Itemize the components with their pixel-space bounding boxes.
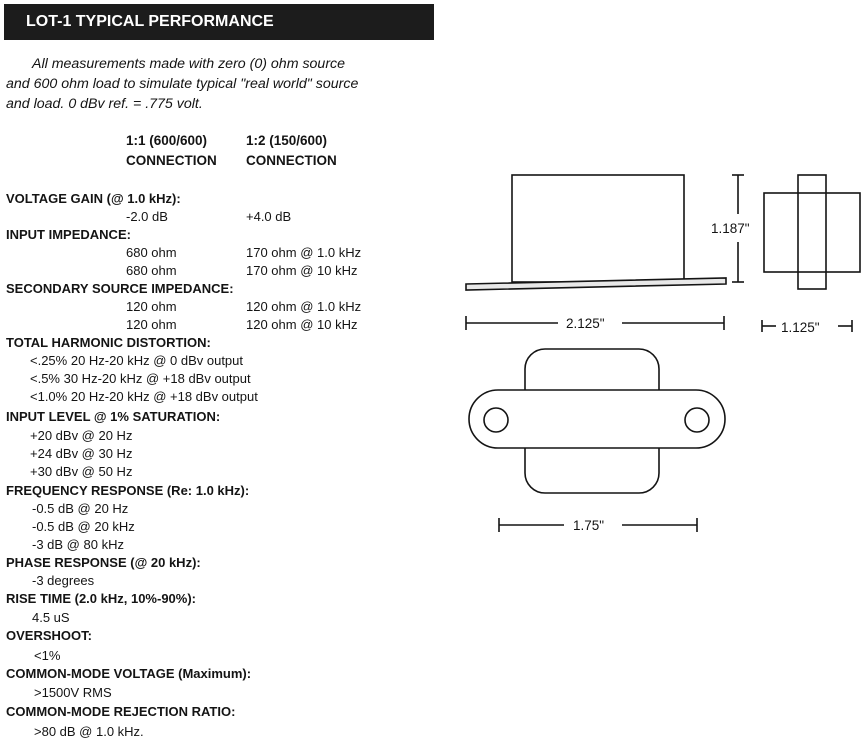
- spec-value: 170 ohm @ 10 kHz: [246, 263, 358, 278]
- spec-value: 680 ohm: [126, 263, 177, 278]
- spec-heading-voltage-gain: VOLTAGE GAIN (@ 1.0 kHz):: [6, 191, 181, 206]
- spec-item: +20 dBv @ 20 Hz: [30, 428, 133, 443]
- dimension-height-label: 1.187": [711, 221, 750, 236]
- column-ratio: 1:1 (600/600): [126, 133, 208, 148]
- intro-line: All measurements made with zero (0) ohm …: [32, 56, 346, 72]
- transformer-body-end: [763, 192, 861, 273]
- column-ratio: 1:2 (150/600): [246, 133, 328, 148]
- spec-item: <.25% 20 Hz-20 kHz @ 0 dBv output: [30, 353, 244, 368]
- spec-value: 4.5 uS: [32, 610, 70, 625]
- spec-item: +24 dBv @ 30 Hz: [30, 446, 133, 461]
- spec-value: -3 degrees: [32, 573, 95, 588]
- spec-heading-overshoot: OVERSHOOT:: [6, 628, 92, 643]
- spec-heading-secondary-source-impedance: SECONDARY SOURCE IMPEDANCE:: [6, 281, 234, 296]
- intro-line: and load. 0 dBv ref. = .775 volt.: [6, 96, 203, 112]
- spec-heading-thd: TOTAL HARMONIC DISTORTION:: [6, 335, 211, 350]
- mounting-flange-top: [468, 389, 726, 449]
- column-header-1to2: 1:2 (150/600) CONNECTION: [246, 131, 337, 171]
- column-connection: CONNECTION: [126, 153, 217, 168]
- dimension-mount-width-label: 1.75": [573, 518, 604, 533]
- spec-heading-input-level: INPUT LEVEL @ 1% SATURATION:: [6, 409, 221, 424]
- spec-heading-cmrr: COMMON-MODE REJECTION RATIO:: [6, 704, 236, 719]
- spec-value: 120 ohm: [126, 299, 177, 314]
- spec-value: -2.0 dB: [126, 209, 168, 224]
- dimension-drawings: 1.187" 2.125" 1.125" 1.75": [465, 174, 861, 533]
- mounting-hole-right: [684, 407, 710, 433]
- spec-item: -0.5 dB @ 20 Hz: [32, 501, 129, 516]
- column-connection: CONNECTION: [246, 153, 337, 168]
- spec-heading-frequency-response: FREQUENCY RESPONSE (Re: 1.0 kHz):: [6, 483, 250, 498]
- mounting-flange-side: [465, 277, 727, 291]
- spec-item: <1.0% 20 Hz-20 kHz @ +18 dBv output: [30, 389, 258, 404]
- spec-value: 120 ohm: [126, 317, 177, 332]
- section-title: LOT-1 TYPICAL PERFORMANCE: [4, 4, 434, 40]
- spec-heading-phase-response: PHASE RESPONSE (@ 20 kHz):: [6, 555, 201, 570]
- intro-paragraph: All measurements made with zero (0) ohm …: [6, 54, 436, 114]
- mounting-flange-end: [797, 174, 827, 290]
- column-header-1to1: 1:1 (600/600) CONNECTION: [126, 131, 217, 171]
- spec-heading-input-impedance: INPUT IMPEDANCE:: [6, 227, 131, 242]
- spec-item: +30 dBv @ 50 Hz: [30, 464, 133, 479]
- spec-value: 170 ohm @ 1.0 kHz: [246, 245, 362, 260]
- spec-value: 680 ohm: [126, 245, 177, 260]
- spec-value: 120 ohm @ 10 kHz: [246, 317, 358, 332]
- dimension-width-label: 2.125": [566, 316, 605, 331]
- spec-item: <.5% 30 Hz-20 kHz @ +18 dBv output: [30, 371, 251, 386]
- spec-value: +4.0 dB: [246, 209, 292, 224]
- transformer-body-side: [511, 174, 685, 283]
- spec-value: 120 ohm @ 1.0 kHz: [246, 299, 362, 314]
- spec-value: <1%: [34, 648, 61, 663]
- mounting-hole-left: [483, 407, 509, 433]
- intro-line: and 600 ohm load to simulate typical "re…: [6, 76, 359, 92]
- spec-value: >80 dB @ 1.0 kHz.: [34, 724, 144, 739]
- spec-item: -3 dB @ 80 kHz: [32, 537, 124, 552]
- spec-heading-rise-time: RISE TIME (2.0 kHz, 10%-90%):: [6, 591, 196, 606]
- spec-value: >1500V RMS: [34, 685, 112, 700]
- spec-item: -0.5 dB @ 20 kHz: [32, 519, 135, 534]
- dimension-depth-label: 1.125": [781, 320, 820, 335]
- spec-heading-cm-voltage: COMMON-MODE VOLTAGE (Maximum):: [6, 666, 252, 681]
